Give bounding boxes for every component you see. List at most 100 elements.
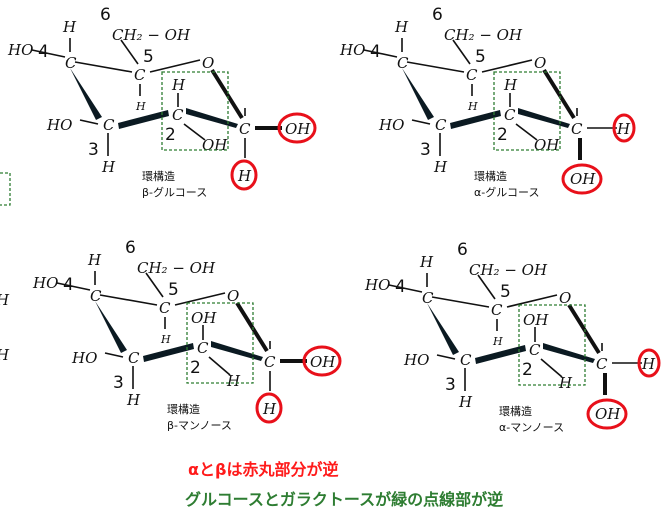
clipped-dotted-box	[0, 172, 11, 206]
atom-h-anomeric: H	[616, 120, 631, 138]
carbon-number-5: 5	[500, 282, 511, 302]
atom-ch2oh: CH₂ − OH	[469, 261, 548, 279]
carbon-number-3: 3	[420, 140, 431, 160]
carbon-number-6: 6	[432, 5, 443, 25]
bond	[481, 59, 533, 73]
atom-h: H	[87, 251, 102, 269]
wedge-bond-c4-c3	[427, 303, 459, 355]
carbon-number-3: 3	[445, 375, 456, 395]
caption-sugar-name: α-マンノース	[499, 421, 564, 434]
atom-h: H	[503, 76, 518, 94]
bond	[515, 123, 538, 141]
wedge-bond-c4-c3	[70, 68, 102, 120]
atom-c3: C	[103, 116, 115, 134]
bond	[120, 39, 139, 65]
atom-oh-anomeric: OH	[310, 353, 336, 371]
atom-h: H	[419, 253, 434, 271]
red-circle-h	[255, 392, 283, 424]
atom-oh: OH	[534, 136, 560, 154]
carbon-number-6: 6	[100, 5, 111, 25]
atom-c5: C	[159, 299, 171, 317]
atom-ho: HO	[32, 274, 58, 292]
carbon-number-2: 2	[190, 358, 201, 378]
atom-ho: HO	[403, 351, 429, 369]
red-circle-h	[230, 159, 258, 191]
atom-ho: HO	[46, 116, 72, 134]
bold-bond-o-c1	[210, 68, 244, 120]
carbon-number-4: 4	[63, 275, 74, 295]
atom-h: H	[467, 100, 478, 113]
wedge-bond-c2-c1	[518, 108, 570, 128]
atom-h-anomeric: H	[262, 400, 277, 418]
bond	[183, 123, 206, 141]
bond	[79, 119, 99, 125]
atom-c4: C	[65, 54, 77, 72]
atom-c1: C	[596, 355, 608, 373]
c2-dotted-box	[518, 304, 586, 386]
wedge-bond-c4-c3	[95, 301, 127, 353]
bond	[174, 292, 226, 306]
atom-c3: C	[435, 116, 447, 134]
atom-o: O	[202, 54, 214, 72]
bond	[436, 354, 456, 360]
atom-c5: C	[491, 301, 503, 319]
atom-h: H	[101, 158, 116, 176]
red-circle-h	[612, 113, 636, 143]
red-circle-oh	[277, 112, 317, 144]
clipped-atom-h: H	[0, 346, 10, 364]
alpha-beta-note: αとβは赤丸部分が逆	[188, 460, 339, 479]
bold-bond-c3-c2	[143, 343, 194, 362]
atom-c2: C	[504, 106, 516, 124]
atom-oh: OH	[191, 309, 217, 327]
atom-h: H	[160, 333, 171, 346]
bond	[56, 282, 91, 291]
atom-oh-anomeric: OH	[570, 170, 596, 188]
c2-dotted-box	[186, 302, 254, 384]
atom-c1: C	[264, 353, 276, 371]
bond	[477, 274, 496, 300]
atom-c2: C	[172, 106, 184, 124]
c2-dotted-box	[161, 71, 229, 151]
bond	[145, 272, 164, 298]
red-circle-oh	[302, 345, 342, 377]
wedge-bond-c2-c1	[211, 341, 263, 361]
atom-c1: C	[571, 120, 583, 138]
atom-c2: C	[197, 339, 209, 357]
wedge-bond-c4-c3	[402, 68, 434, 120]
bond	[388, 284, 423, 293]
carbon-number-5: 5	[143, 47, 154, 67]
carbon-number-3: 3	[88, 140, 99, 160]
carbon-number-2: 2	[522, 360, 533, 380]
atom-c3: C	[460, 351, 472, 369]
atom-h: H	[135, 100, 146, 113]
atom-c4: C	[90, 287, 102, 305]
caption-sugar-name: β-グルコース	[142, 185, 207, 199]
caption-sugar-name: β-マンノース	[167, 419, 232, 432]
atom-c5: C	[466, 66, 478, 84]
glucose-galactose-note: グルコースとガラクトースが緑の点線部が逆	[185, 490, 504, 509]
red-circle-oh	[586, 398, 628, 430]
carbon-number-6: 6	[457, 240, 468, 260]
caption-structure: 環構造	[474, 169, 507, 183]
atom-h: H	[458, 393, 473, 411]
carbon-number-3: 3	[113, 373, 124, 393]
bold-bond-o-c1	[567, 303, 601, 355]
atom-o: O	[227, 287, 239, 305]
atom-h: H	[492, 335, 503, 348]
carbon-number-2: 2	[497, 125, 508, 145]
atom-ch2oh: CH₂ − OH	[137, 259, 216, 277]
bond	[540, 358, 563, 378]
atom-ch2oh: CH₂ − OH	[112, 26, 191, 44]
c2-dotted-box	[493, 71, 561, 151]
red-circle-oh	[561, 163, 603, 195]
atom-ho: HO	[339, 41, 365, 59]
bond	[99, 294, 158, 306]
atom-h: H	[62, 18, 77, 36]
bold-bond-c3-c2	[475, 345, 526, 364]
carbon-number-2: 2	[165, 125, 176, 145]
carbon-number-4: 4	[370, 42, 381, 62]
bond	[149, 59, 201, 73]
